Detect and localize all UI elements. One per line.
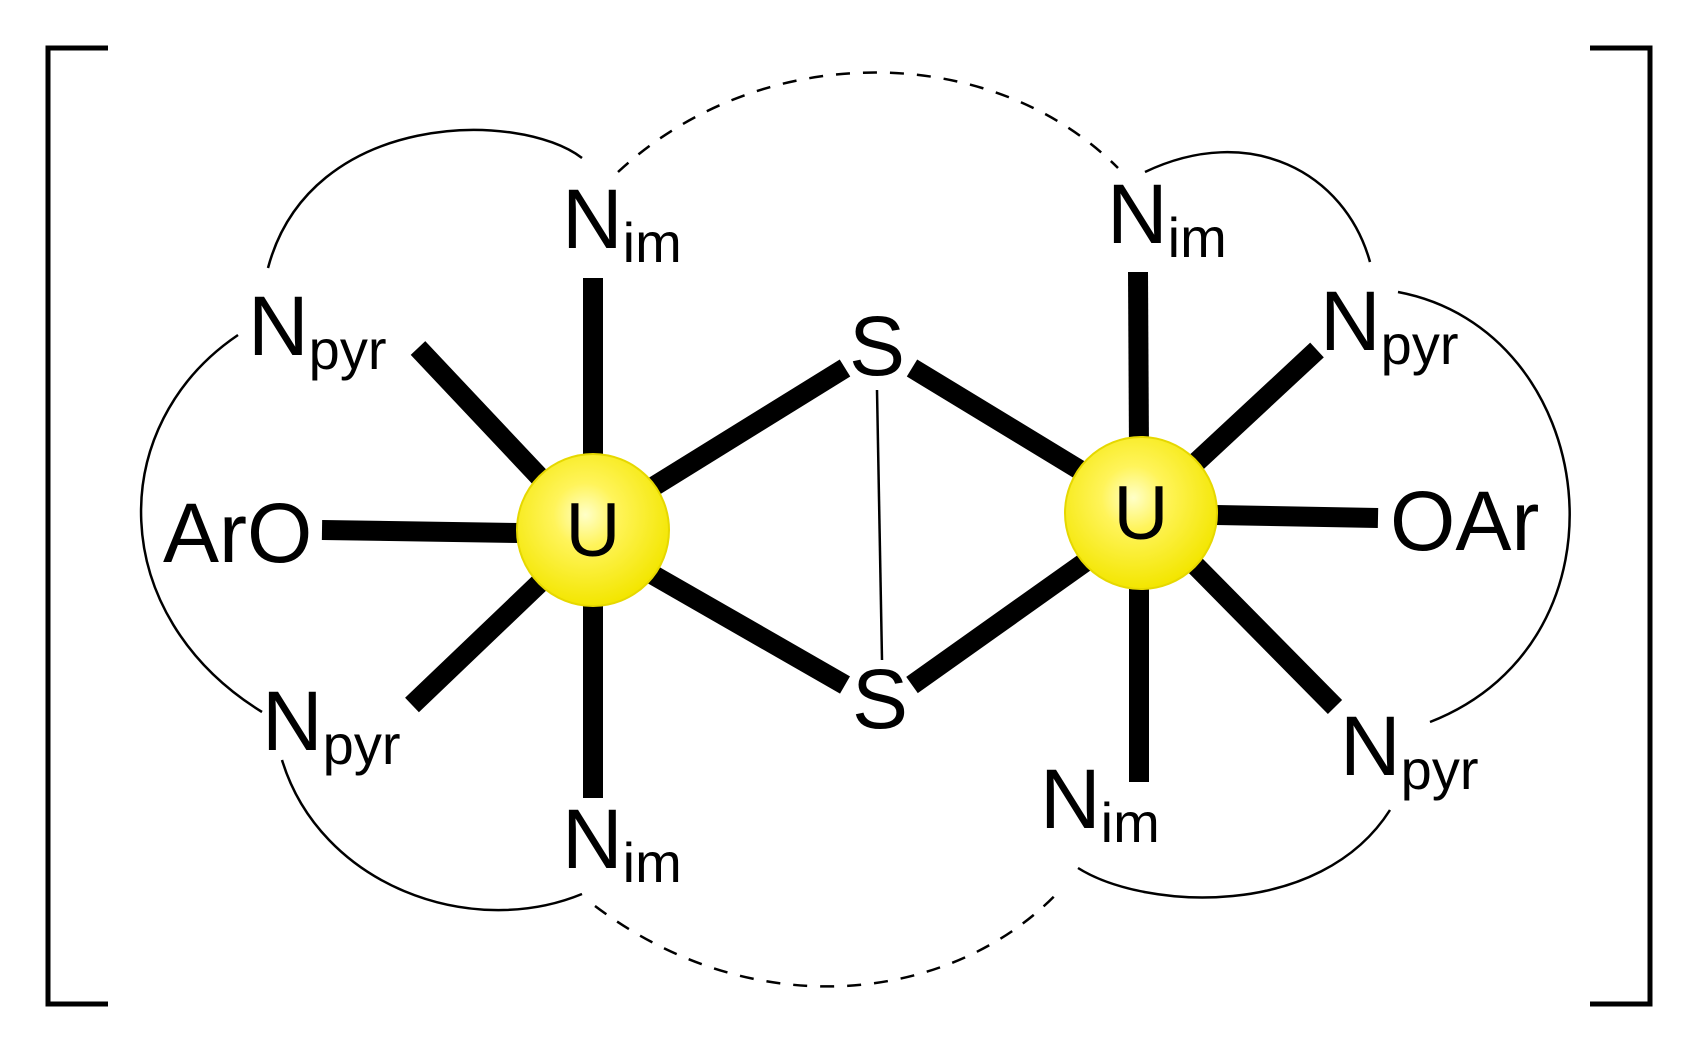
bond-u-left-n-pyr-top [410,341,556,493]
n-letter: N [1320,274,1381,368]
right-arc-lower [1077,809,1392,899]
right-arc-upper [1144,150,1372,263]
n-pyr-label-right-bottom: Npyr [1340,699,1478,801]
aryloxide-label-right: OAr [1390,474,1539,568]
sulfur-label-bottom: S [852,652,908,746]
n-im-label-right-top: Nim [1107,167,1227,269]
bond-u-left-n-pyr-bottom [405,567,555,713]
uranium-atom-right: U [1064,436,1218,590]
sulfur-label-top: S [849,299,905,393]
n-pyr-label-right-top: Npyr [1320,274,1458,376]
uranium-atom-left: U [516,453,670,607]
n-letter: N [562,172,623,266]
n-letter: N [1340,699,1401,793]
n-letter: N [1040,752,1101,846]
pyr-subscript: pyr [1401,738,1479,801]
pyr-subscript: pyr [309,318,387,381]
left-arc-upper [266,128,583,269]
n-im-label-left-bottom: Nim [562,792,682,894]
uranium-sphere-left [516,453,670,607]
pyr-subscript: pyr [323,713,401,776]
n-letter: N [262,674,323,768]
im-subscript: im [1168,206,1227,269]
im-subscript: im [623,211,682,274]
im-subscript: im [1101,791,1160,854]
dashed-link-bottom [594,887,1063,988]
pyr-subscript: pyr [1381,313,1459,376]
bond-u-right-n-pyr-bottom [1180,550,1343,715]
n-letter: N [248,279,309,373]
bond-u-right-n-pyr-top [1181,342,1324,478]
left-arc-middle [140,333,263,714]
right-bracket [1590,45,1653,1007]
bond-u-left-s-bottom [643,563,850,694]
n-im-label-left-top: Nim [562,172,682,274]
left-bracket [45,45,108,1007]
bond-u-left-s-top [642,359,851,499]
im-subscript: im [623,831,682,894]
bond-u-right-s-bottom [906,551,1094,694]
s-s-bond [875,389,884,661]
aryloxide-label-left: ArO [163,486,312,580]
dashed-link-top [617,71,1119,173]
uranium-label-right: U [1114,471,1169,556]
n-letter: N [1107,167,1168,261]
n-letter: N [562,792,623,886]
bond-u-right-s-top [906,359,1094,484]
uranium-label-left: U [566,488,621,573]
uranium-sphere-right [1064,436,1218,590]
n-pyr-label-left-bottom: Npyr [262,674,400,776]
n-pyr-label-left-top: Npyr [248,279,386,381]
left-arc-lower [280,759,583,912]
bond-u-right-n-im-top [1128,271,1149,453]
bond-u-left-aro [321,520,521,543]
bond-u-right-oar [1215,505,1379,528]
right-arc-middle [1397,290,1571,724]
n-im-label-right-bottom: Nim [1040,752,1160,854]
